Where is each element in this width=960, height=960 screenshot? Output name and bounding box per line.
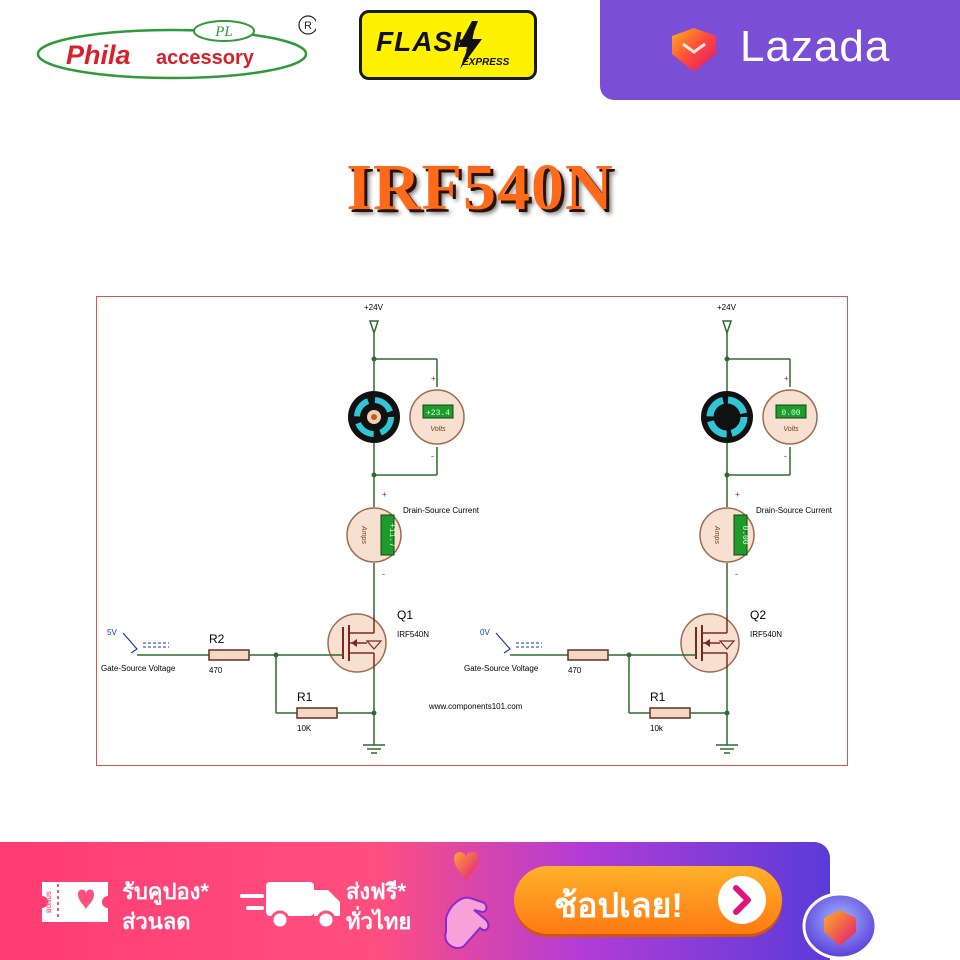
- coupon-line1: รับคูปอง*: [122, 879, 209, 904]
- r1-name-left: R1: [297, 690, 313, 704]
- q-part-left: IRF540N: [397, 630, 429, 639]
- supply-label-right: +24V: [717, 303, 737, 312]
- arrow-right-icon: [718, 876, 766, 924]
- flash-express-logo: FLASH EXPRESS: [359, 10, 537, 80]
- lazada-coin-icon: [802, 892, 878, 960]
- resistor-r1-right: [649, 707, 691, 719]
- phila-accessory-logo: PL Phila accessory R: [34, 14, 318, 80]
- circuit-left: +24V +23.4: [101, 303, 523, 754]
- voltmeter-plus-right: +: [784, 374, 789, 383]
- coupon-icon: BONUS: [42, 882, 108, 922]
- supply-label-left: +24V: [364, 303, 384, 312]
- q-part-right: IRF540N: [750, 630, 782, 639]
- r2-name-left: R2: [209, 632, 225, 646]
- lazada-header: Lazada: [600, 0, 960, 100]
- voltmeter-minus-left: -: [431, 451, 434, 461]
- ammeter-unit-right: Amps: [713, 525, 720, 544]
- shop-now-button[interactable]: ช้อปเลย!: [514, 866, 782, 934]
- motor-right: [701, 391, 753, 443]
- resistor-r1-left: [296, 707, 338, 719]
- ammeter-unit-left: Amps: [360, 525, 367, 544]
- resistor-r2-left: [208, 649, 250, 661]
- ground-icon: [716, 744, 738, 754]
- website-label: www.components101.com: [428, 702, 523, 711]
- ammeter-plus-left: +: [382, 490, 387, 499]
- r1-value-right: 10k: [650, 724, 664, 733]
- voltmeter-reading-left: +23.4: [426, 409, 450, 418]
- voltmeter-plus-left: +: [431, 374, 436, 383]
- phila-brand-text: Phila: [66, 40, 131, 70]
- motor-left: [348, 391, 400, 443]
- gate-source-left: [122, 632, 138, 654]
- shop-now-label: ช้อปเลย!: [554, 887, 683, 925]
- current-label-left: Drain-Source Current: [403, 506, 480, 515]
- q-name-left: Q1: [397, 608, 413, 622]
- ammeter-minus-right: -: [735, 569, 738, 579]
- q-name-right: Q2: [750, 608, 766, 622]
- ship-line2: ทั่วไทย: [346, 909, 412, 934]
- mosfet-q1: Q1 IRF540N: [327, 608, 429, 673]
- coupon-line2: ส่วนลด: [122, 909, 191, 934]
- circuit-diagram: +24V +23.4: [96, 296, 848, 766]
- gate-label-left: Gate-Source Voltage: [101, 664, 176, 673]
- coupon-badge: BONUS: [47, 891, 53, 913]
- ship-line1: ส่งฟรี*: [346, 879, 407, 904]
- supply-arrow-right: [721, 320, 733, 336]
- lightning-icon: [458, 21, 482, 69]
- lazada-brand-text: Lazada: [740, 22, 891, 71]
- ammeter-plus-right: +: [735, 490, 740, 499]
- flash-brand-text: FLASH: [376, 26, 474, 57]
- gate-voltage-right: 0V: [480, 628, 490, 637]
- delivery-truck-icon: [240, 882, 340, 930]
- phila-badge: PL: [214, 24, 233, 40]
- r1-value-left: 10K: [297, 724, 312, 733]
- ground-icon: [363, 744, 385, 754]
- lazada-heart-icon: [672, 28, 716, 72]
- voltmeter-minus-right: -: [784, 451, 787, 461]
- registered-mark: R: [304, 20, 312, 32]
- ammeter-right: 0.00 Amps + - Drain-Source Current: [699, 490, 833, 579]
- ammeter-reading-right: 0.00: [740, 525, 749, 544]
- gate-label-right: Gate-Source Voltage: [464, 664, 539, 673]
- current-label-right: Drain-Source Current: [756, 506, 833, 515]
- hand-heart-icon: [444, 852, 490, 950]
- r2-value-left: 470: [209, 666, 223, 675]
- gate-voltage-left: 5V: [107, 628, 117, 637]
- ammeter-left: +11.7 Amps + - Drain-Source Current: [346, 490, 480, 579]
- voltmeter-left: +23.4 Volts + -: [409, 374, 465, 461]
- product-title: IRF540N: [346, 151, 614, 224]
- voltmeter-reading-right: 0.00: [781, 409, 800, 418]
- voltmeter-unit-right: Volts: [783, 426, 799, 433]
- ammeter-minus-left: -: [382, 569, 385, 579]
- gate-source-right: [495, 632, 511, 654]
- resistor-r2-right: [567, 649, 609, 661]
- voltmeter-unit-left: Volts: [430, 426, 446, 433]
- mosfet-q2: Q2 IRF540N: [680, 608, 782, 673]
- flash-sub-text: EXPRESS: [462, 57, 510, 68]
- circuit-right: +24V 0.00 Volts + -: [464, 303, 833, 754]
- voltmeter-right: 0.00 Volts + -: [762, 374, 818, 461]
- ammeter-reading-left: +11.7: [387, 523, 396, 547]
- r1-name-right: R1: [650, 690, 666, 704]
- supply-arrow-left: [368, 320, 380, 336]
- r2-value-right: 470: [568, 666, 582, 675]
- phila-sub-text: accessory: [156, 47, 255, 69]
